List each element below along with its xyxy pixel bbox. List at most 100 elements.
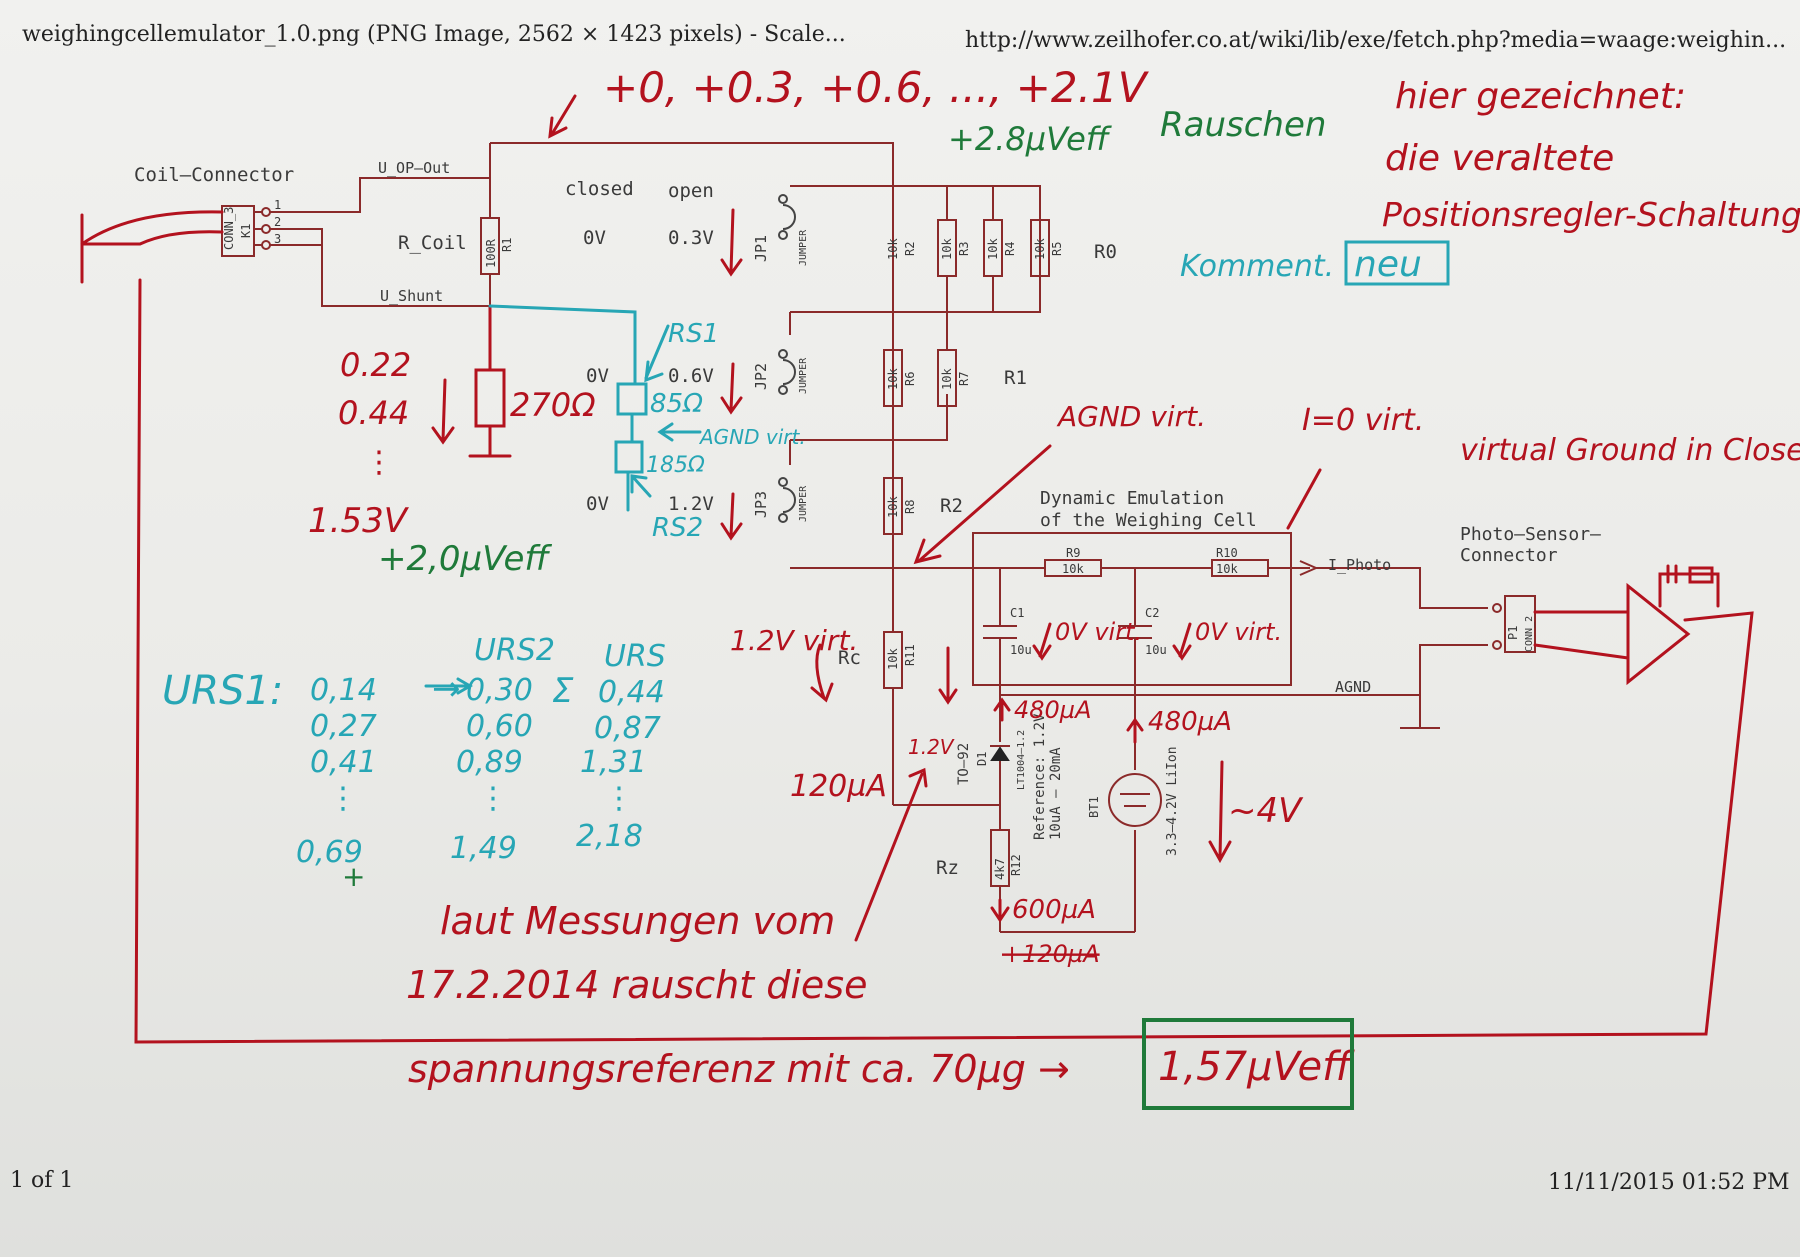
table-col2-row3: 0,89 bbox=[456, 745, 523, 780]
handwritten-red-lines bbox=[80, 94, 1754, 1044]
label-r8-value: 10k bbox=[886, 496, 900, 518]
label-c2: C2 bbox=[1145, 606, 1159, 620]
label-jp2: JP2 bbox=[752, 363, 770, 390]
note-hier-2: die veraltete bbox=[1385, 138, 1614, 179]
label-bt1: BT1 bbox=[1087, 796, 1101, 818]
label-coil-connector: Coil–Connector bbox=[134, 164, 294, 186]
table-col3-row2: 0,87 bbox=[594, 711, 661, 746]
label-r5-ref: R5 bbox=[1050, 242, 1064, 256]
label-jp1-open: 0.3V bbox=[668, 227, 714, 249]
label-c1: C1 bbox=[1010, 606, 1024, 620]
note-laut-messungen: laut Messungen vom bbox=[440, 899, 835, 943]
label-photo-line2: Connector bbox=[1460, 545, 1558, 566]
print-page-count: 1 of 1 bbox=[10, 1168, 74, 1193]
print-header-title: weighingcellemulator_1.0.png (PNG Image,… bbox=[22, 22, 846, 47]
label-r4-value: 10k bbox=[986, 238, 1000, 260]
label-r10-value: 10k bbox=[1216, 562, 1238, 576]
jumper-jp1-icon bbox=[778, 194, 796, 240]
label-jumper-3: JUMPER bbox=[798, 485, 809, 522]
label-reference-line1: Reference: 1.2V bbox=[1032, 713, 1048, 840]
label-u-shunt: U_Shunt bbox=[380, 287, 443, 305]
note-rs2: RS2 bbox=[652, 513, 703, 543]
note-date-rauscht: 17.2.2014 rauscht diese bbox=[406, 963, 867, 1007]
note-480ua-2: 480µA bbox=[1148, 707, 1232, 737]
label-r5-value: 10k bbox=[1033, 238, 1047, 260]
label-liion: 3.3–4.2V LiIon bbox=[1165, 746, 1180, 856]
note-komment: Komment. bbox=[1180, 249, 1334, 284]
neu-box bbox=[1344, 240, 1450, 286]
label-r9-value: 10k bbox=[1062, 562, 1084, 576]
table-col1-row5: 0,69 bbox=[296, 835, 363, 870]
label-c1-value: 10u bbox=[1010, 643, 1032, 657]
label-jp3: JP3 bbox=[752, 491, 770, 518]
table-col1-row1: 0,14 bbox=[310, 673, 377, 708]
jumper-jp3-icon bbox=[778, 477, 796, 523]
note-r270: 270Ω bbox=[510, 386, 596, 424]
note-hier-1: hier gezeichnet: bbox=[1395, 76, 1686, 117]
table-header-urs: URS bbox=[604, 639, 666, 674]
label-closed: closed bbox=[565, 178, 634, 200]
label-p1: P1 bbox=[1506, 626, 1520, 640]
label-rz: Rz bbox=[936, 857, 959, 879]
note-480ua-1: 480µA bbox=[1014, 696, 1092, 724]
label-to92: TO–92 bbox=[956, 743, 972, 785]
note-shunt-dots: ⋮ bbox=[364, 445, 394, 480]
table-sum: Σ bbox=[552, 671, 574, 711]
print-header-url: http://www.zeilhofer.co.at/wiki/lib/exe/… bbox=[965, 28, 1787, 53]
note-agnd-virt: AGND virt. bbox=[1056, 400, 1206, 433]
final-noise-box bbox=[1142, 1018, 1354, 1110]
label-photo-line1: Photo–Sensor– bbox=[1460, 524, 1601, 545]
label-pin2: 2 bbox=[274, 215, 281, 229]
table-col2-row5: 1,49 bbox=[450, 831, 517, 866]
note-rs1: RS1 bbox=[668, 319, 719, 349]
label-jp3-closed: 0V bbox=[586, 493, 609, 515]
label-r11-value: 10k bbox=[886, 648, 900, 670]
handwritten-green-notes: +2.8µVeff Rauschen +2,0µVeff bbox=[378, 105, 1354, 1110]
table-col1-row4: ⋮ bbox=[328, 781, 358, 816]
label-rc: Rc bbox=[838, 647, 861, 669]
table-plus-mark: + bbox=[342, 860, 365, 893]
label-pin1: 1 bbox=[274, 198, 281, 212]
note-r185: 185Ω bbox=[646, 453, 705, 478]
note-noise-top: +2.8µVeff bbox=[948, 120, 1113, 158]
table-col2-row1: 0,30 bbox=[466, 673, 533, 708]
label-dynamic-line1: Dynamic Emulation bbox=[1040, 488, 1224, 509]
table-header-urs2: URS2 bbox=[474, 633, 555, 668]
note-shunt-v2: 0.44 bbox=[338, 394, 409, 432]
table-col3-row4: ⋮ bbox=[604, 781, 634, 816]
note-120ua: 120µA bbox=[790, 769, 887, 804]
label-k1: K1 bbox=[239, 224, 253, 238]
label-d1: D1 bbox=[975, 752, 989, 766]
label-r9-ref: R9 bbox=[1066, 546, 1080, 560]
note-rauschen: Rauschen bbox=[1160, 105, 1326, 145]
label-i-photo: I_Photo bbox=[1328, 556, 1391, 574]
label-r12-ref: R12 bbox=[1009, 854, 1023, 876]
table-col2-row4: ⋮ bbox=[478, 781, 508, 816]
handwritten-cyan-notes: RS1 85Ω AGND virt. 185Ω RS2 Komment. neu… bbox=[162, 244, 1422, 893]
label-r1-value: 100R bbox=[484, 238, 498, 268]
label-r2-group: R2 bbox=[940, 495, 963, 517]
table-col3-row5: 2,18 bbox=[576, 819, 643, 854]
handwritten-cyan-lines bbox=[424, 240, 1450, 695]
label-conn2: CONN_2 bbox=[1524, 616, 1535, 652]
label-r1-ref: R1 bbox=[500, 238, 514, 252]
label-r6-value: 10k bbox=[886, 368, 900, 390]
label-r8-ref: R8 bbox=[903, 500, 917, 514]
note-virtual-ground: virtual Ground in Closed Loop bbox=[1460, 433, 1800, 468]
label-pin3: 3 bbox=[274, 232, 281, 246]
label-dynamic-line2: of the Weighing Cell bbox=[1040, 510, 1257, 531]
label-r10-ref: R10 bbox=[1216, 546, 1238, 560]
label-r3-ref: R3 bbox=[957, 242, 971, 256]
table-arrow: → bbox=[432, 669, 461, 709]
note-120ua-struck: +120µA bbox=[1002, 940, 1100, 968]
table-header-urs1: URS1: bbox=[162, 668, 283, 714]
note-shunt-v3: 1.53V bbox=[308, 501, 410, 541]
note-0v-virt-1: 0V virt. bbox=[1055, 618, 1142, 646]
table-col1-row3: 0,41 bbox=[310, 745, 377, 780]
label-jp2-closed: 0V bbox=[586, 365, 609, 387]
label-u-op-out: U_OP–Out bbox=[378, 159, 450, 177]
handwritten-red-notes: +0, +0.3, +0.6, ..., +2.1V hier gezeichn… bbox=[308, 63, 1800, 1091]
label-jumper-2: JUMPER bbox=[798, 357, 809, 394]
